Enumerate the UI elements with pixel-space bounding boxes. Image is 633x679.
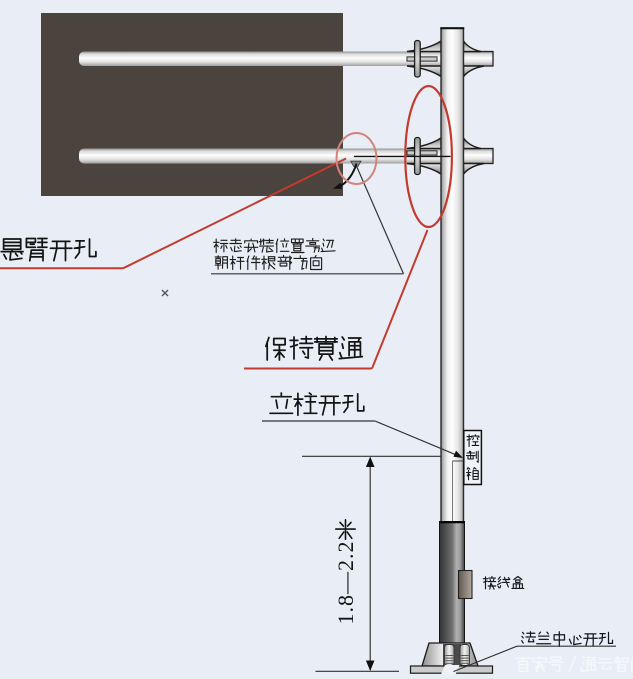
svg-text:1.8—2.2: 1.8—2.2 [333, 541, 358, 625]
